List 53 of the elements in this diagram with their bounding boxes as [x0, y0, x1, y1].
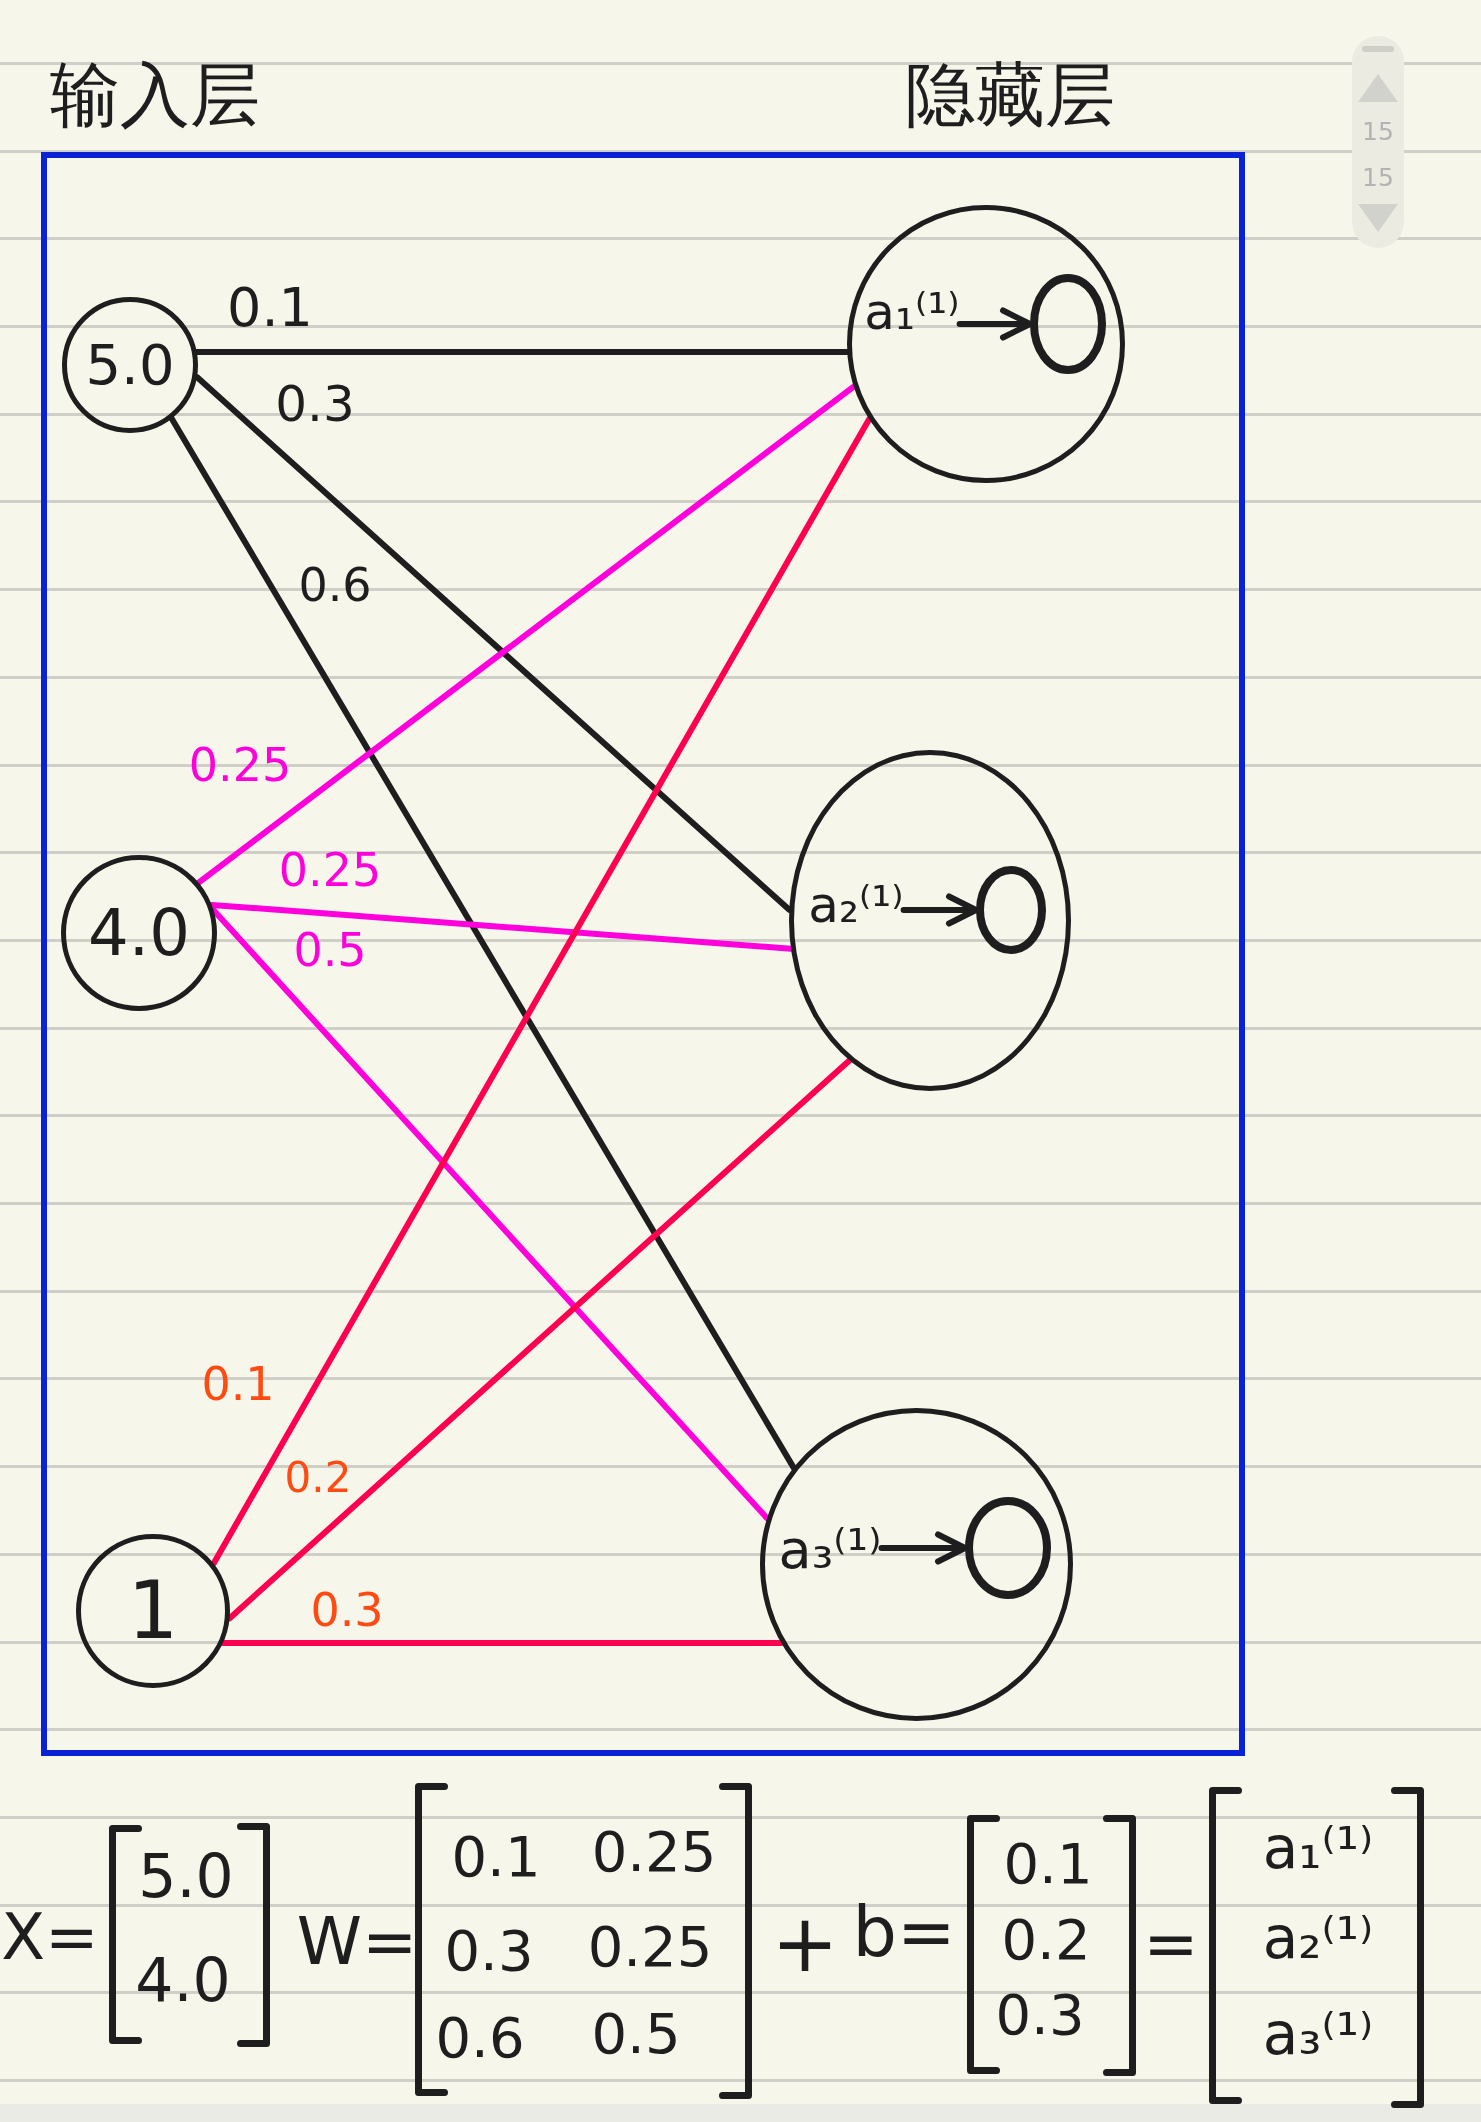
weight-line [210, 416, 873, 1567]
variable-label: b= [852, 1897, 956, 1967]
hidden-neuron [760, 1408, 1073, 1721]
page-number: 15 [1362, 118, 1394, 144]
activation-label: a₃⁽¹⁾ [778, 1523, 882, 1577]
weight-label: 0.1 [201, 1361, 275, 1407]
output-node [1030, 274, 1106, 374]
matrix-entry: a₂⁽¹⁾ [1262, 1909, 1374, 1967]
activation-label: a₂⁽¹⁾ [808, 880, 904, 930]
weight-label: 0.3 [275, 379, 355, 429]
weight-line [220, 1640, 785, 1646]
weight-line [195, 383, 857, 886]
output-node [976, 866, 1046, 954]
variable-label: X= [1, 1905, 99, 1969]
matrix-entry: 0.5 [591, 2006, 681, 2062]
weight-label: 0.2 [284, 1457, 352, 1499]
weight-label: 0.5 [293, 927, 367, 973]
equals-sign: = [1143, 1911, 1199, 1977]
weight-line [168, 415, 797, 1471]
weight-label: 0.1 [227, 281, 313, 335]
variable-label: W= [296, 1909, 418, 1975]
matrix-entry: 0.1 [451, 1829, 541, 1885]
matrix-entry: 0.3 [995, 1987, 1085, 2043]
weight-label: 0.6 [298, 562, 372, 608]
hidden-neuron [847, 205, 1125, 483]
matrix-entry: 0.1 [1003, 1836, 1093, 1892]
matrix-entry: 0.3 [444, 1923, 534, 1979]
matrix-entry: 0.25 [587, 1919, 713, 1975]
hidden-neuron [789, 750, 1071, 1091]
weight-line [210, 907, 770, 1522]
weight-label: 0.25 [278, 847, 382, 893]
weight-label: 0.25 [188, 742, 292, 788]
matrix-entry: 0.25 [591, 1824, 717, 1880]
input-neuron: 1 [76, 1534, 230, 1688]
matrix-entry: a₁⁽¹⁾ [1262, 1819, 1374, 1877]
plus-sign: + [771, 1904, 839, 1984]
input-neuron: 5.0 [62, 297, 198, 433]
matrix-entry: 4.0 [135, 1950, 231, 2010]
arrow [900, 893, 979, 927]
matrix-entry: 0.6 [435, 2010, 525, 2066]
matrix-entry: 0.2 [1001, 1912, 1091, 1968]
weight-label: 0.3 [310, 1587, 384, 1633]
output-node [965, 1497, 1051, 1599]
matrix-entry: a₃⁽¹⁾ [1262, 2005, 1374, 2063]
weight-line [208, 901, 794, 952]
page-number: 15 [1362, 164, 1394, 190]
input-neuron: 4.0 [61, 855, 217, 1011]
activation-label: a₁⁽¹⁾ [864, 287, 960, 337]
layer-heading: 输入层 [50, 60, 260, 130]
arrow [956, 307, 1033, 341]
layer-heading: 隐藏层 [905, 60, 1115, 130]
matrix-entry: 5.0 [138, 1846, 234, 1906]
arrow [878, 1531, 968, 1565]
